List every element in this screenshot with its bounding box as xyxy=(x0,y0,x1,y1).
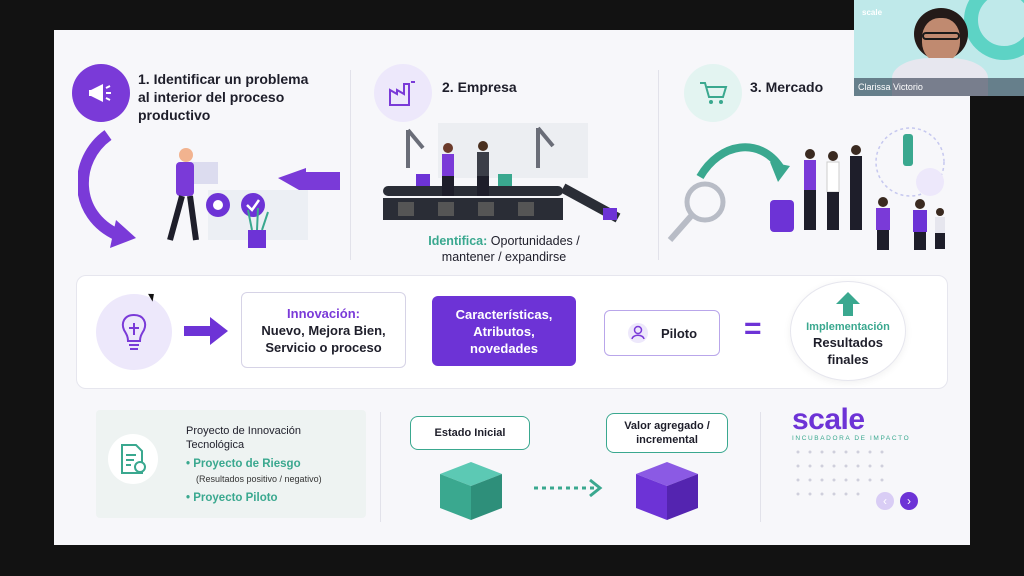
step-3-title: 3. Mercado xyxy=(750,78,870,96)
characteristics-text: Características, Atributos, novedades xyxy=(455,306,553,356)
presentation-slide: 1. Identificar un problema al interior d… xyxy=(54,30,970,545)
added-value-box: Valor agregado / incremental xyxy=(606,413,728,453)
final-results-label: Resultados finales xyxy=(812,335,884,367)
scale-logo-text: scale xyxy=(792,403,865,436)
lightbulb-icon xyxy=(96,294,172,370)
empresa-caption-text: Oportunidades / mantener / expandirse xyxy=(441,234,580,264)
document-gear-icon xyxy=(108,434,158,484)
project-item-risk: • Proyecto de Riesgo xyxy=(186,458,301,470)
divider-2 xyxy=(658,70,659,260)
purple-cube-icon xyxy=(636,462,698,520)
participant-face xyxy=(922,18,960,62)
slide-next-button[interactable]: › xyxy=(900,492,918,510)
empresa-caption-highlight: Identifica: xyxy=(428,234,488,248)
project-title: Proyecto de Innovación Tecnológica xyxy=(186,425,301,451)
step-1-label: Identificar un problema al interior del … xyxy=(138,71,309,123)
scale-logo: scale INCUBADORA DE IMPACTO xyxy=(792,403,910,442)
step-3-number: 3. xyxy=(750,79,762,95)
pilot-box: Piloto xyxy=(604,310,720,356)
dotted-arrow-icon xyxy=(534,478,603,498)
factory-illustration xyxy=(383,123,621,223)
characteristics-box: Características, Atributos, novedades xyxy=(432,296,576,366)
webcam-logo: scale xyxy=(862,8,883,17)
scale-tagline: INCUBADORA DE IMPACTO xyxy=(792,435,911,442)
added-value-label: Valor agregado / incremental xyxy=(624,420,710,446)
step-3-label: Mercado xyxy=(765,79,824,95)
webcam-background-shape xyxy=(964,0,1024,60)
step-2-number: 2. xyxy=(442,79,454,95)
market-illustration xyxy=(667,127,945,250)
innovation-title: Innovación: xyxy=(287,305,360,321)
result-circle: Implementación Resultados finales xyxy=(790,281,906,381)
step-1-title: 1. Identificar un problema al interior d… xyxy=(138,70,318,124)
divider-3 xyxy=(380,412,381,522)
teal-cube-icon xyxy=(440,462,502,520)
participant-glasses xyxy=(922,32,960,40)
initial-state-box: Estado Inicial xyxy=(410,416,530,450)
person-icon xyxy=(627,323,648,343)
step-1-illustration xyxy=(78,130,340,248)
innovation-box: Innovación: Nuevo, Mejora Bien, Servicio… xyxy=(241,292,406,368)
slide-prev-button[interactable]: ‹ xyxy=(876,492,894,510)
project-item-risk-note: (Resultados positivo / negativo) xyxy=(196,474,322,484)
factory-icon xyxy=(374,64,432,122)
project-item-risk-label: Proyecto de Riesgo xyxy=(193,458,301,470)
divider-4 xyxy=(760,412,761,522)
step-1-number: 1. xyxy=(138,71,150,87)
megaphone-icon xyxy=(72,64,130,122)
equals-sign: = xyxy=(744,312,762,345)
dot-grid-decoration xyxy=(796,450,884,496)
empresa-caption: Identifica: Oportunidades / mantener / e… xyxy=(404,233,604,265)
shopping-cart-icon xyxy=(684,64,742,122)
initial-state-label: Estado Inicial xyxy=(434,427,506,439)
arrow-up-icon xyxy=(836,292,860,316)
pilot-label: Piloto xyxy=(660,325,698,341)
arrow-right-icon xyxy=(184,317,228,345)
divider-1 xyxy=(350,70,351,260)
step-2-title: 2. Empresa xyxy=(442,78,562,96)
step-2-label: Empresa xyxy=(457,79,517,95)
webcam-thumbnail[interactable]: scale Clarissa Victorio xyxy=(854,0,1024,96)
project-item-pilot: • Proyecto Piloto xyxy=(186,492,278,504)
innovation-text: Nuevo, Mejora Bien, Servicio o proceso xyxy=(261,322,386,355)
project-item-pilot-label: Proyecto Piloto xyxy=(193,492,278,504)
implementation-label: Implementación xyxy=(806,321,890,333)
participant-name: Clarissa Victorio xyxy=(854,78,1024,96)
